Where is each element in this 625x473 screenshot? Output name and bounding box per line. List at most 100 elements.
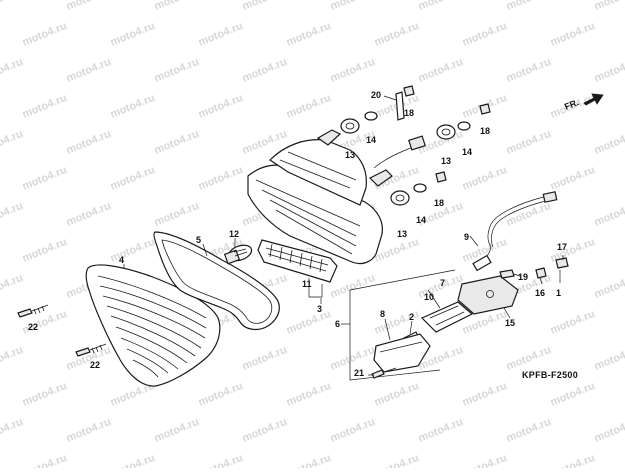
watermark-text: moto4.ru <box>241 344 289 373</box>
watermark-text: moto4.ru <box>153 56 201 85</box>
watermark-text: moto4.ru <box>21 20 69 49</box>
watermark-text: moto4.ru <box>593 416 625 445</box>
watermark-text: moto4.ru <box>593 0 625 13</box>
part-18-nut-c <box>435 171 447 183</box>
part-9-wire-harness <box>472 191 558 272</box>
watermark-text: moto4.ru <box>21 92 69 121</box>
watermark-text: moto4.ru <box>0 200 25 229</box>
watermark-text: moto4.ru <box>549 380 597 409</box>
part-21-screw <box>371 367 397 379</box>
callout-19: 19 <box>518 272 528 282</box>
part-16-nut <box>535 267 547 279</box>
callout-11: 11 <box>302 279 312 289</box>
callout-21: 21 <box>354 368 364 378</box>
watermark-text: moto4.ru <box>505 56 553 85</box>
watermark-text: moto4.ru <box>65 0 113 13</box>
callout-13-a: 13 <box>345 150 355 160</box>
watermark-text: moto4.ru <box>153 200 201 229</box>
part-11-reflector <box>257 239 338 283</box>
part-15-license-light-housing <box>457 275 519 315</box>
watermark-text: moto4.ru <box>0 272 25 301</box>
watermark-text: moto4.ru <box>285 380 333 409</box>
watermark-text: moto4.ru <box>109 92 157 121</box>
callout-4: 4 <box>119 255 124 265</box>
diagram-code: KPFB-F2500 <box>522 370 578 380</box>
watermark-text: moto4.ru <box>153 0 201 13</box>
part-18-nut-a <box>403 85 415 97</box>
watermark-text: moto4.ru <box>197 92 245 121</box>
callout-22-upper: 22 <box>28 322 38 332</box>
watermark-text: moto4.ru <box>0 56 25 85</box>
watermark-text: moto4.ru <box>505 128 553 157</box>
watermark-text: moto4.ru <box>549 308 597 337</box>
watermark-text: moto4.ru <box>65 416 113 445</box>
watermark-text: moto4.ru <box>549 452 597 468</box>
part-18-nut-b <box>479 103 491 115</box>
callout-16: 16 <box>535 288 545 298</box>
watermark-text: moto4.ru <box>0 0 25 13</box>
part-19-bolt <box>499 269 515 279</box>
watermark-text: moto4.ru <box>109 236 157 265</box>
watermark-text: moto4.ru <box>285 92 333 121</box>
watermark-text: moto4.ru <box>197 452 245 468</box>
watermark-text: moto4.ru <box>549 164 597 193</box>
watermark-text: moto4.ru <box>329 56 377 85</box>
watermark-text: moto4.ru <box>285 308 333 337</box>
sub-assembly-bracket-line <box>349 269 456 381</box>
taillight-housing-assembly <box>247 129 393 265</box>
part-4-lens <box>85 264 221 387</box>
part-14-washer-a <box>364 111 378 121</box>
watermark-text: moto4.ru <box>285 452 333 468</box>
watermark-text: moto4.ru <box>417 416 465 445</box>
watermark-text: moto4.ru <box>461 20 509 49</box>
callout-2: 2 <box>409 312 414 322</box>
part-22-screw-lower <box>75 343 107 357</box>
leader-lines <box>123 95 564 376</box>
watermark-text: moto4.ru <box>197 380 245 409</box>
callout-6: 6 <box>335 319 340 329</box>
watermark-text: moto4.ru <box>593 200 625 229</box>
callout-labels: 4 5 12 11 3 6 22 22 21 8 2 10 7 15 9 19 … <box>28 90 567 378</box>
part-13-grommet-b <box>436 124 456 140</box>
watermark-text: moto4.ru <box>0 416 25 445</box>
callout-18-a: 18 <box>404 108 414 118</box>
watermark-text: moto4.ru <box>21 236 69 265</box>
callout-7: 7 <box>440 278 445 288</box>
watermark-text: moto4.ru <box>549 20 597 49</box>
front-arrow-icon <box>583 93 604 106</box>
part-14-washer-b <box>457 121 471 131</box>
watermark-text: moto4.ru <box>505 0 553 13</box>
callout-22-lower: 22 <box>90 360 100 370</box>
part-8-license-lens <box>373 333 431 373</box>
callout-3: 3 <box>317 304 322 314</box>
watermark-text: moto4.ru <box>593 56 625 85</box>
watermark-text: moto4.ru <box>285 20 333 49</box>
callout-13-b: 13 <box>441 156 451 166</box>
watermark-text: moto4.ru <box>373 20 421 49</box>
watermark-text: moto4.ru <box>65 128 113 157</box>
part-7-socket <box>420 301 474 333</box>
watermark-text: moto4.ru <box>197 164 245 193</box>
wire-connector <box>373 135 426 169</box>
callout-1: 1 <box>556 288 561 298</box>
part-22-screw-upper <box>17 304 49 318</box>
watermark-text: moto4.ru <box>241 56 289 85</box>
watermark-text: moto4.ru <box>109 20 157 49</box>
part-12-bulb <box>223 244 253 265</box>
watermark-text: moto4.ru <box>65 56 113 85</box>
watermark-text: moto4.ru <box>593 344 625 373</box>
watermark-text: moto4.ru <box>461 380 509 409</box>
callout-15: 15 <box>505 318 515 328</box>
watermark-text: moto4.ru <box>373 452 421 468</box>
watermark-text: moto4.ru <box>505 416 553 445</box>
watermark-text: moto4.ru <box>417 56 465 85</box>
callout-18-b: 18 <box>480 126 490 136</box>
watermark-text: moto4.ru <box>241 416 289 445</box>
watermark-text: moto4.ru <box>505 200 553 229</box>
watermark-text: moto4.ru <box>21 164 69 193</box>
watermark-text: moto4.ru <box>505 344 553 373</box>
watermark-text: moto4.ru <box>65 200 113 229</box>
part-13-grommet-c <box>390 190 410 206</box>
callout-14-b: 14 <box>462 147 472 157</box>
